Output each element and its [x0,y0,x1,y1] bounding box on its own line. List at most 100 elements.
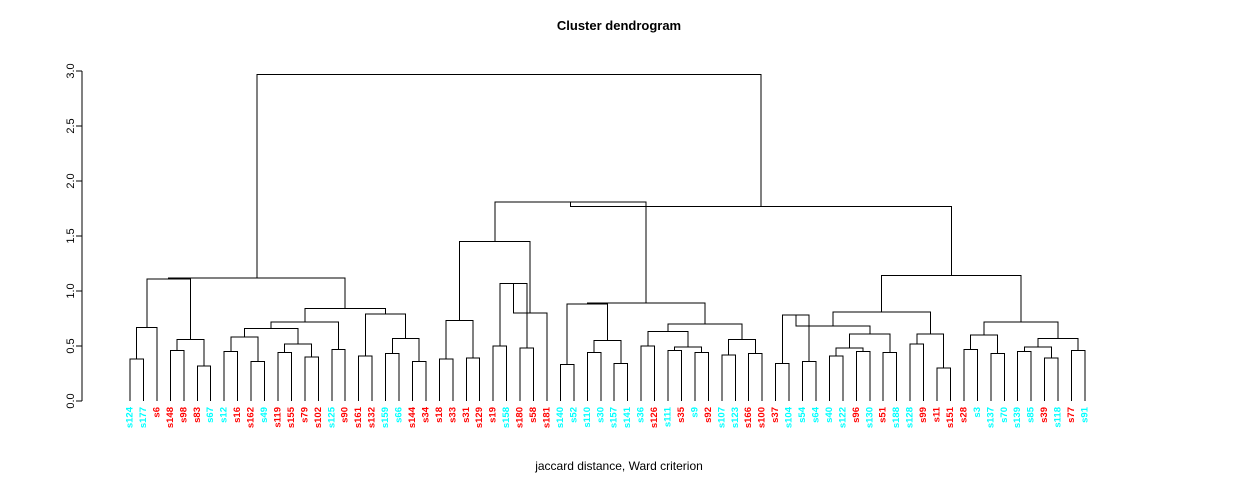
leaf-label: s144 [407,406,418,428]
dendrogram-link [881,275,1022,322]
leaf-label: s39 [1039,407,1050,423]
leaf-label: s124 [125,406,136,428]
dendrogram-link [832,311,931,334]
dendrogram-link [667,349,682,401]
dendrogram-link [256,73,762,278]
leaf-label: s18 [434,407,445,423]
leaf-label: s177 [138,407,149,428]
dendrogram-link [569,201,952,276]
dendrogram-link [196,365,212,401]
dendrogram-link [358,355,373,401]
leaf-label: s31 [461,406,472,423]
leaf-label: s139 [1012,407,1023,428]
leaf-label: s67 [205,407,216,423]
leaf-label: s96 [851,407,862,423]
dendrogram-link [1023,346,1052,359]
dendrogram-link [936,367,951,401]
dendrogram-link [748,353,763,401]
leaf-label: s11 [932,406,943,422]
y-axis: 0.00.51.01.52.02.53.0 [65,63,83,409]
leaf-label: s16 [232,407,243,423]
dendrogram-link [284,343,313,357]
dendrogram-link [586,302,706,324]
dendrogram-link [983,321,1059,339]
leaf-label: s181 [541,406,552,428]
dendrogram-link [364,313,407,356]
dendrogram-link [465,357,481,401]
leaf-label: s148 [165,407,176,428]
leaf-label: s64 [810,406,821,423]
dendrogram-link [230,336,259,362]
dendrogram-link [250,360,265,401]
dendrogram-link [1017,351,1032,401]
dendrogram-link [168,277,346,309]
leaf-label: s157 [609,407,620,428]
dendrogram-link [176,338,205,366]
leaf-label: s35 [676,406,687,423]
leaf-label: s40 [824,407,835,423]
page-title: Cluster dendrogram [556,18,682,33]
y-axis-tick-label: 2.0 [65,173,77,188]
leaf-label: s79 [299,407,310,423]
dendrogram-link [728,338,756,355]
leaf-label: s33 [447,407,458,423]
leaf-label: s54 [797,406,808,423]
dendrogram-link [694,352,709,401]
leaf-label: s102 [313,407,324,428]
dendrogram-link [909,343,925,401]
dendrogram-link [775,363,790,401]
leaf-label: s162 [246,407,257,428]
dendrogram-link [494,201,647,304]
dendrogram-link [970,334,999,354]
leaf-label: s104 [784,406,795,428]
leaf-label: s36 [636,407,647,423]
dendrogram-link [721,354,736,401]
leaf-label: s107 [716,407,727,428]
dendrogram-link [391,337,420,362]
leaf-label: s122 [837,407,848,428]
leaf-label: s130 [864,407,875,428]
dendrogram-links [129,73,1086,401]
leaf-label: s77 [1066,407,1077,423]
leaf-label: s126 [649,407,660,428]
leaf-label: s90 [340,407,351,423]
leaf-label: s100 [757,407,768,428]
y-axis-tick-label: 3.0 [65,63,77,78]
leaf-label: s83 [192,407,203,423]
leaf-label: s119 [272,407,283,428]
leaf-label: s140 [555,407,566,428]
y-axis-tick-label: 1.0 [65,283,77,298]
leaf-label: s125 [326,406,337,428]
dendrogram-link [146,278,192,340]
leaf-label: s129 [474,407,485,428]
leaf-label: s85 [1026,406,1037,423]
leaf-label: s92 [703,407,714,423]
leaf-label: s118 [1053,407,1064,428]
dendrogram-link [593,340,622,364]
leaf-label: s151 [945,406,956,428]
dendrogram-link [640,345,656,401]
leaf-label: s141 [622,406,633,428]
leaf-label: s180 [515,407,526,428]
dendrogram-link [674,346,703,353]
dendrogram-link [459,241,531,321]
dendrogram-link [1044,357,1059,401]
leaf-label: s6 [151,407,162,418]
dendrogram-link [1037,337,1079,351]
leaf-label: s132 [367,407,378,428]
leaf-label: s66 [394,407,405,423]
dendrogram-link [586,352,602,401]
leaf-label: s99 [918,407,929,423]
dendrogram-link [331,348,346,401]
dendrogram-link [849,333,891,353]
dendrogram-link [304,356,319,401]
leaf-label: s19 [488,407,499,423]
leaf-label: s123 [730,407,741,428]
leaf-label: s37 [770,407,781,423]
leaf-label: s34 [420,406,431,423]
dendrogram-link [411,360,427,401]
dendrogram-link [492,345,508,401]
leaf-label: s30 [595,407,606,423]
